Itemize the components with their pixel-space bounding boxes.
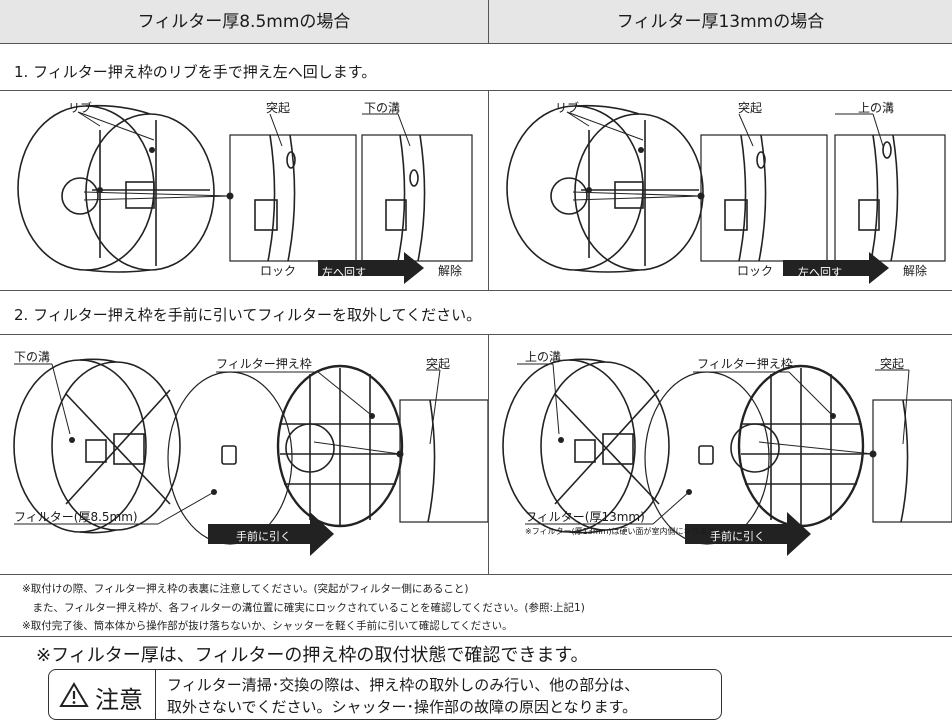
label-protrusion-step2-left: 突起 xyxy=(426,357,451,371)
divider xyxy=(0,574,952,575)
step2-left-illustration xyxy=(13,358,489,556)
label-protrusion-step2-right: 突起 xyxy=(880,357,905,371)
note-3: ※取付完了後、筒本体から操作部が抜け落ちないか、シャッターを軽く手前に引いて確認… xyxy=(22,620,513,632)
label-release-left: 解除 xyxy=(438,264,463,278)
column-divider xyxy=(488,334,489,574)
arrow-pull-right: 手前に引く xyxy=(710,530,765,543)
arrow-pull-left: 手前に引く xyxy=(236,530,291,543)
note-2: また、フィルター押え枠が、各フィルターの溝位置に確実にロックされていることを確認… xyxy=(22,602,585,614)
warning-triangle-icon xyxy=(59,682,89,707)
label-filter-13mm: フィルター(厚13mm) xyxy=(525,510,645,524)
label-release-right: 解除 xyxy=(903,264,928,278)
step1-right-illustration xyxy=(506,104,946,284)
step1-left-illustration xyxy=(17,104,473,284)
big-note: ※フィルター厚は、フィルターの押え枠の取付状態で確認できます。 xyxy=(36,645,589,666)
label-frame-step2-left: フィルター押え枠 xyxy=(216,357,312,371)
header-filter-8-5mm: フィルター厚8.5mmの場合 xyxy=(137,12,351,32)
label-protrusion-right: 突起 xyxy=(738,101,763,115)
header-filter-13mm: フィルター厚13mmの場合 xyxy=(616,12,825,32)
column-divider xyxy=(488,90,489,290)
label-filter-8-5mm: フィルター(厚8.5mm) xyxy=(14,510,138,524)
caution-word: 注意 xyxy=(95,686,143,714)
arrow-turn-left: 左へ回す xyxy=(322,266,366,279)
subnote-filter-13mm: ※フィルター(厚13mm)は硬い面が室内側になります。 xyxy=(525,527,723,536)
label-protrusion-left: 突起 xyxy=(266,101,291,115)
caution-label: 注意 xyxy=(49,670,156,719)
step1-text: 1. フィルター押え枠のリブを手で押え左へ回します。 xyxy=(14,63,377,81)
caution-line-2: 取外さないでください。シャッター･操作部の故障の原因となります。 xyxy=(167,698,638,716)
label-groove-step2-right: 上の溝 xyxy=(525,350,562,364)
divider xyxy=(0,334,952,335)
label-rib-left: リブ xyxy=(68,101,93,115)
caution-line-1: フィルター清掃･交換の際は、押え枠の取外しのみ行い、他の部分は、 xyxy=(167,676,640,694)
step2-right-illustration xyxy=(502,358,952,556)
table-header: フィルター厚8.5mmの場合 フィルター厚13mmの場合 xyxy=(0,0,952,44)
header-divider xyxy=(488,0,489,44)
label-rib-right: リブ xyxy=(555,101,580,115)
label-lock-left: ロック xyxy=(260,264,297,278)
arrow-turn-right: 左へ回す xyxy=(798,266,842,279)
note-1: ※取付けの際、フィルター押え枠の表裏に注意してください。(突起がフィルター側にあ… xyxy=(22,583,469,595)
label-groove-left: 下の溝 xyxy=(364,101,401,115)
label-groove-step2-left: 下の溝 xyxy=(14,350,51,364)
label-frame-step2-right: フィルター押え枠 xyxy=(697,357,793,371)
step2-text: 2. フィルター押え枠を手前に引いてフィルターを取外してください。 xyxy=(14,306,482,324)
divider xyxy=(0,290,952,291)
label-lock-right: ロック xyxy=(737,264,774,278)
divider xyxy=(0,636,952,637)
caution-box: 注意 フィルター清掃･交換の際は、押え枠の取外しのみ行い、他の部分は、 取外さな… xyxy=(48,669,722,720)
label-groove-right: 上の溝 xyxy=(858,101,895,115)
divider xyxy=(0,90,952,91)
